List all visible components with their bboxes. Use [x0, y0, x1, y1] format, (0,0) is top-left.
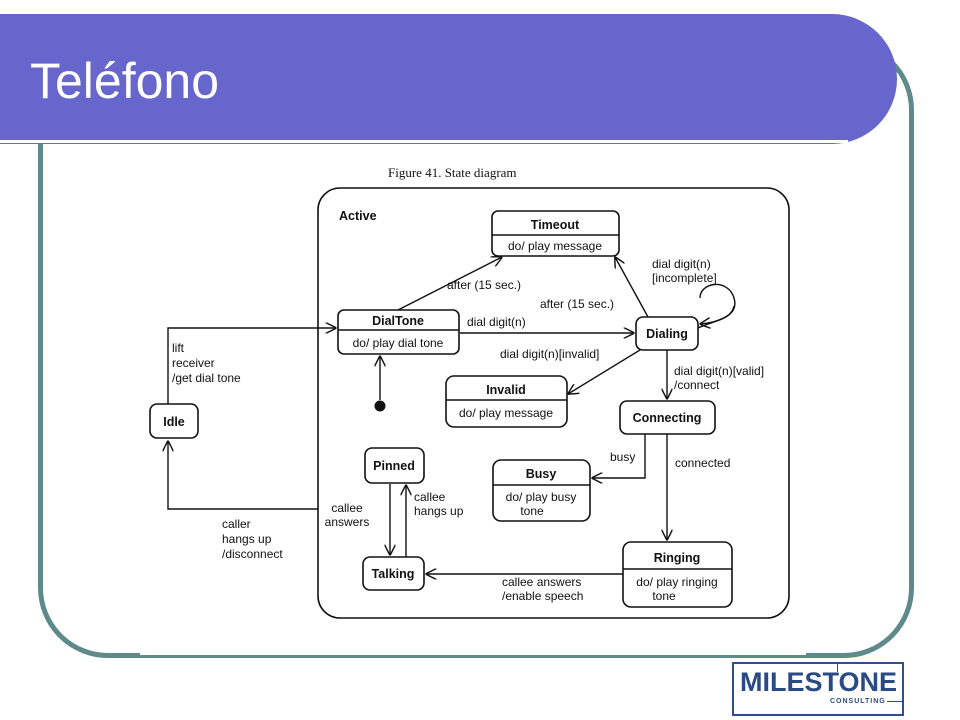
- label-dial-digit: dial digit(n): [467, 315, 526, 329]
- label-callee-answers-1: callee: [331, 501, 363, 515]
- figure-caption: Figure 41. State diagram: [388, 165, 517, 180]
- label-incomplete-2: [incomplete]: [652, 271, 717, 285]
- edge-dialtone-to-timeout: [397, 257, 502, 311]
- milestone-logo: MILESTONE CONSULTING: [732, 662, 904, 716]
- state-ringing-activity-1: do/ play ringing: [636, 575, 717, 589]
- state-ringing-name: Ringing: [654, 551, 701, 565]
- state-busy: Busy do/ play busy tone: [492, 459, 591, 522]
- edge-idle-to-dialtone: [167, 328, 336, 404]
- active-composite-state: [317, 187, 790, 619]
- label-hangup-1: caller: [222, 517, 251, 531]
- label-invalid: dial digit(n)[invalid]: [500, 347, 599, 361]
- label-incomplete-1: dial digit(n): [652, 257, 711, 271]
- label-valid-1: dial digit(n)[valid]: [674, 364, 764, 378]
- initial-state-dot: [374, 400, 386, 412]
- label-enable-1: callee answers: [502, 575, 581, 589]
- state-pinned: Pinned: [364, 447, 425, 484]
- label-enable-2: /enable speech: [502, 589, 583, 603]
- label-hangup-2: hangs up: [222, 532, 272, 546]
- state-dialtone: DialTone do/ play dial tone: [337, 309, 460, 355]
- state-ringing-activity-2: tone: [652, 589, 676, 603]
- title-underline: [0, 140, 848, 143]
- label-valid-2: /connect: [674, 378, 720, 392]
- edge-dialing-self-loop: [700, 305, 735, 324]
- state-talking-name: Talking: [372, 567, 415, 581]
- slide-title: Teléfono: [30, 53, 220, 109]
- state-talking: Talking: [362, 556, 425, 591]
- edge-active-to-idle: [168, 441, 318, 510]
- title-banner: Teléfono: [0, 14, 897, 144]
- logo-tagline: CONSULTING: [830, 698, 886, 705]
- active-label: Active: [339, 209, 377, 223]
- label-callee-hangs-1: callee: [414, 490, 446, 504]
- state-pinned-name: Pinned: [373, 459, 415, 473]
- logo-tick-mark: [837, 664, 838, 672]
- label-lift-3: /get dial tone: [172, 371, 241, 385]
- state-dialing: Dialing: [635, 316, 699, 351]
- label-hangup-3: /disconnect: [222, 547, 283, 561]
- state-diagram-figure: Figure 41. State diagram Active Idle Dia…: [140, 158, 806, 655]
- state-invalid-activity: do/ play message: [459, 406, 553, 420]
- state-dialtone-activity: do/ play dial tone: [353, 336, 444, 350]
- state-dialing-name: Dialing: [646, 327, 688, 341]
- state-idle-name: Idle: [163, 415, 185, 429]
- state-connecting: Connecting: [619, 400, 716, 435]
- edge-dialing-to-invalid: [568, 349, 641, 394]
- logo-underline: [887, 701, 903, 702]
- label-callee-hangs-2: hangs up: [414, 504, 464, 518]
- state-connecting-name: Connecting: [633, 411, 702, 425]
- state-diagram-svg: Figure 41. State diagram Active Idle Dia…: [149, 165, 790, 619]
- state-invalid-name: Invalid: [486, 383, 526, 397]
- label-lift-1: lift: [172, 341, 185, 355]
- state-ringing: Ringing do/ play ringing tone: [622, 541, 733, 608]
- label-lift-2: receiver: [172, 356, 215, 370]
- logo-wordmark: MILESTONE: [740, 667, 898, 697]
- state-busy-activity-2: tone: [520, 504, 544, 518]
- state-timeout-name: Timeout: [531, 218, 580, 232]
- label-after-1: after (15 sec.): [447, 278, 521, 292]
- state-invalid: Invalid do/ play message: [445, 375, 568, 428]
- state-idle: Idle: [149, 403, 199, 439]
- edge-connecting-to-busy: [592, 434, 646, 478]
- label-connected: connected: [675, 456, 730, 470]
- state-dialtone-name: DialTone: [372, 314, 424, 328]
- label-after-2: after (15 sec.): [540, 297, 614, 311]
- state-busy-activity-1: do/ play busy: [506, 490, 577, 504]
- state-timeout: Timeout do/ play message: [491, 210, 620, 257]
- state-busy-name: Busy: [526, 467, 557, 481]
- edge-dialing-to-timeout: [615, 257, 649, 318]
- label-busy: busy: [610, 450, 635, 464]
- label-callee-answers-2: answers: [325, 515, 370, 529]
- state-timeout-activity: do/ play message: [508, 239, 602, 253]
